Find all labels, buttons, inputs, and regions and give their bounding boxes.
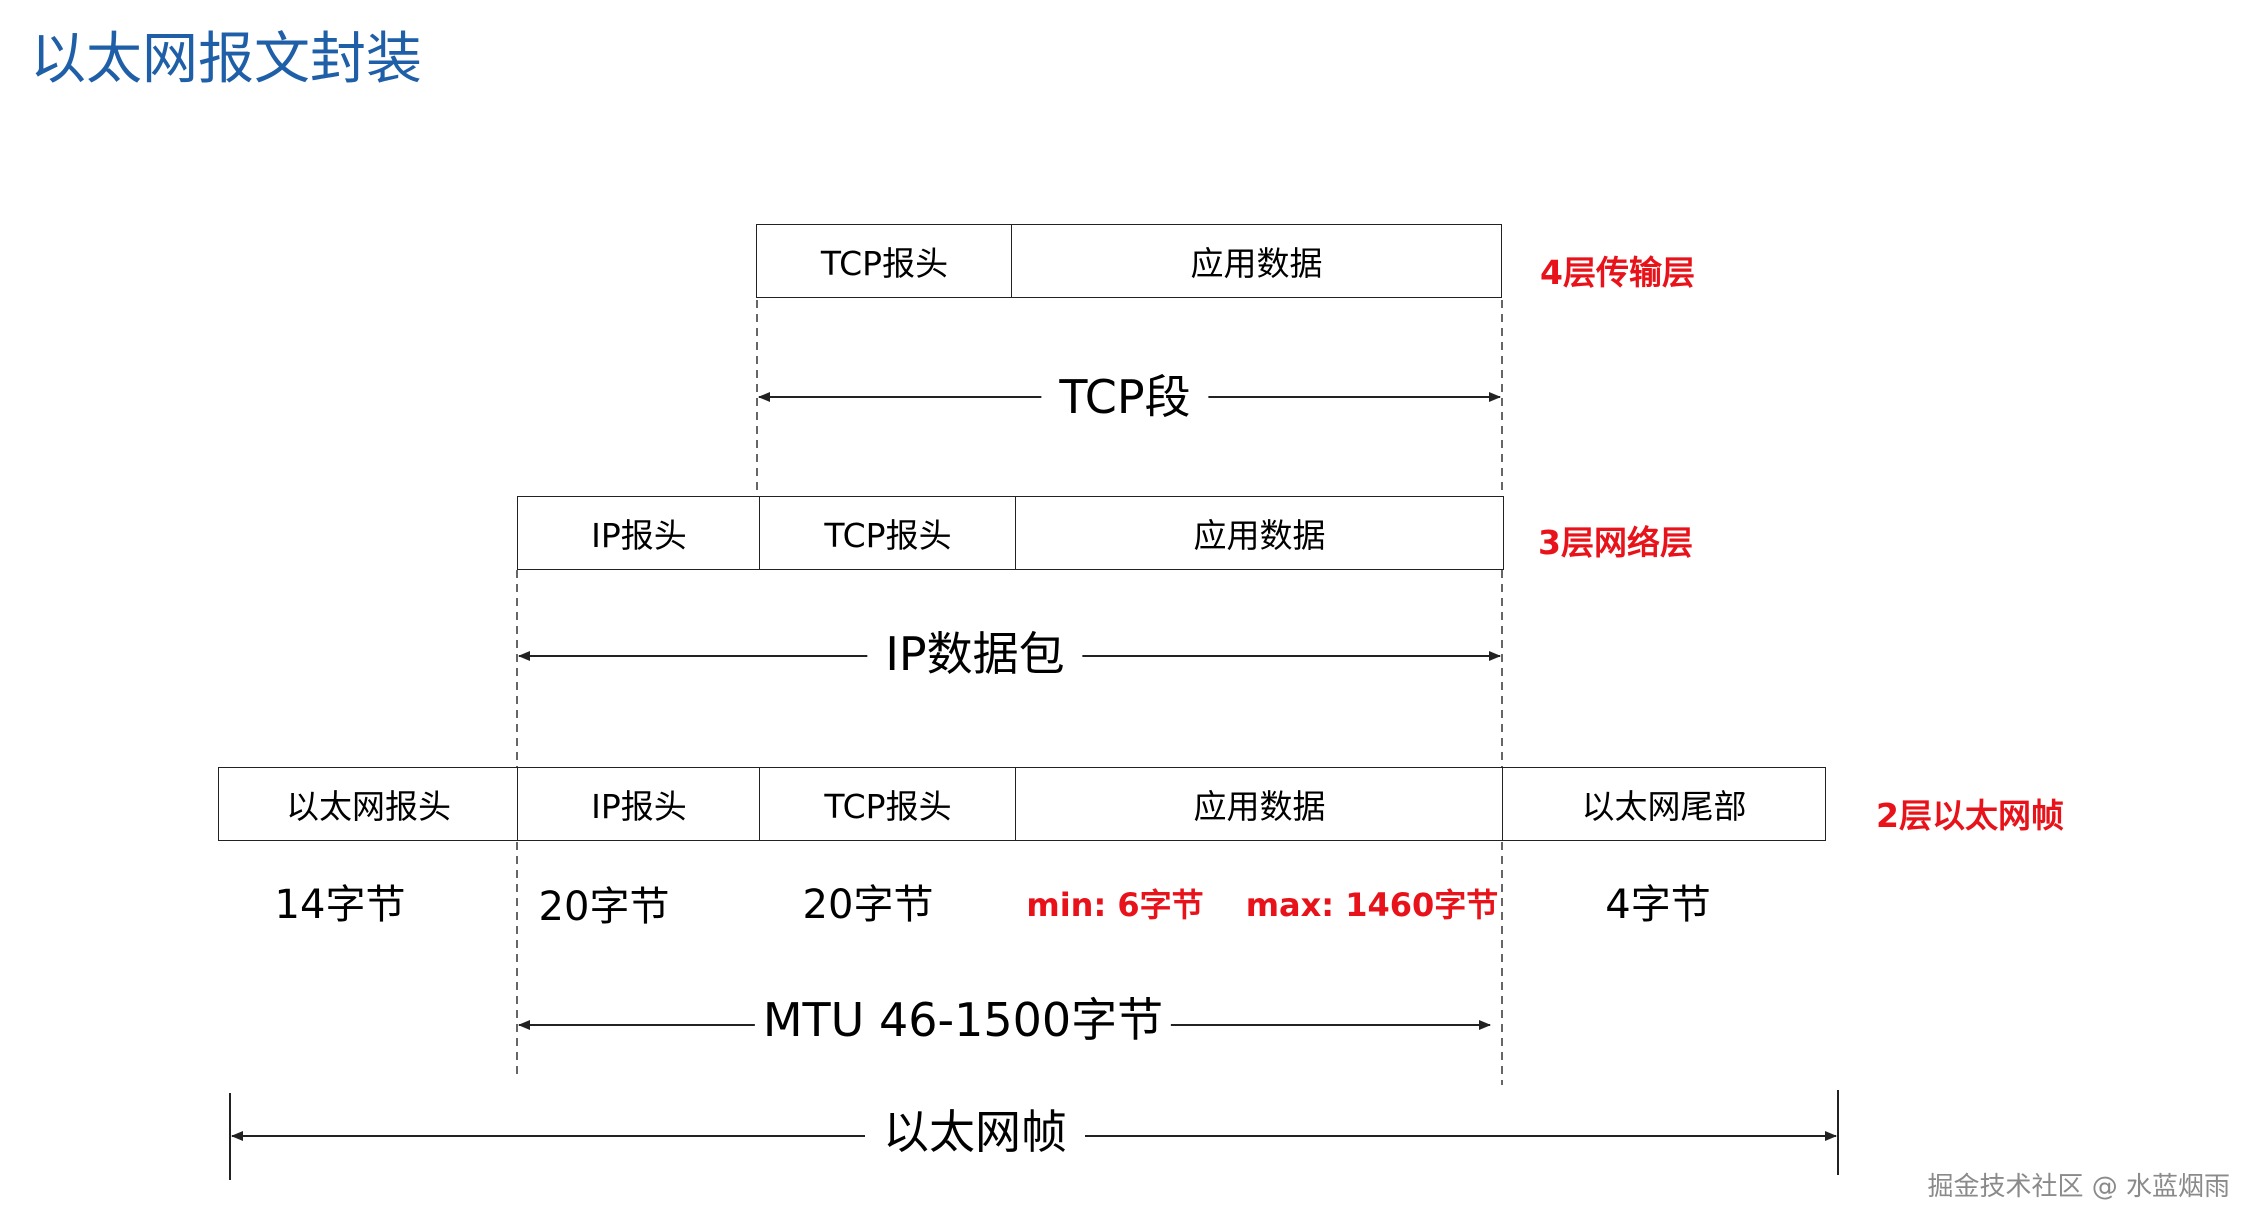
l3-ip-header-box: IP报头 — [517, 496, 761, 570]
size-app-min: min: 6字节 — [1026, 886, 1204, 924]
l4-tcp-header-box: TCP报头 — [756, 224, 1013, 298]
l4-tcp-header-label: TCP报头 — [820, 244, 949, 283]
ethernet-frame-label: 以太网帧 — [865, 1109, 1085, 1155]
size-ip-header: 20字节 — [538, 884, 670, 930]
size-tcp-header: 20字节 — [802, 882, 934, 928]
size-eth-header: 14字节 — [274, 882, 406, 928]
l2-eth-trailer-box: 以太网尾部 — [1502, 767, 1826, 841]
l2-eth-trailer-label: 以太网尾部 — [1581, 787, 1747, 826]
size-eth-trailer: 4字节 — [1605, 882, 1711, 928]
mtu-label: MTU 46-1500字节 — [754, 997, 1172, 1043]
l2-eth-header-box: 以太网报头 — [218, 767, 519, 841]
l2-tcp-header-label: TCP报头 — [824, 787, 952, 826]
l3-app-data-box: 应用数据 — [1015, 496, 1504, 570]
layer4-label: 4层传输层 — [1540, 253, 1695, 292]
l2-app-data-label: 应用数据 — [1193, 787, 1326, 826]
l2-ip-header-box: IP报头 — [517, 767, 761, 841]
size-app-max: max: 1460字节 — [1245, 886, 1499, 924]
watermark: 掘金技术社区 @ 水蓝烟雨 — [1927, 1172, 2230, 1202]
l2-tcp-header-box: TCP报头 — [759, 767, 1017, 841]
page-title: 以太网报文封装 — [30, 27, 422, 92]
tcp-segment-label: TCP段 — [1041, 374, 1209, 420]
l3-tcp-header-label: TCP报头 — [824, 516, 952, 555]
l3-app-data-label: 应用数据 — [1193, 516, 1326, 555]
l4-app-data-label: 应用数据 — [1190, 244, 1323, 283]
layer2-label: 2层以太网帧 — [1876, 796, 2064, 835]
l4-app-data-box: 应用数据 — [1011, 224, 1502, 298]
layer3-label: 3层网络层 — [1538, 523, 1693, 562]
l2-app-data-box: 应用数据 — [1015, 767, 1504, 841]
l3-tcp-header-box: TCP报头 — [759, 496, 1017, 570]
l3-ip-header-label: IP报头 — [591, 516, 687, 555]
ip-packet-label: IP数据包 — [867, 631, 1083, 677]
l2-ip-header-label: IP报头 — [591, 787, 687, 826]
l2-eth-header-label: 以太网报头 — [286, 787, 451, 826]
